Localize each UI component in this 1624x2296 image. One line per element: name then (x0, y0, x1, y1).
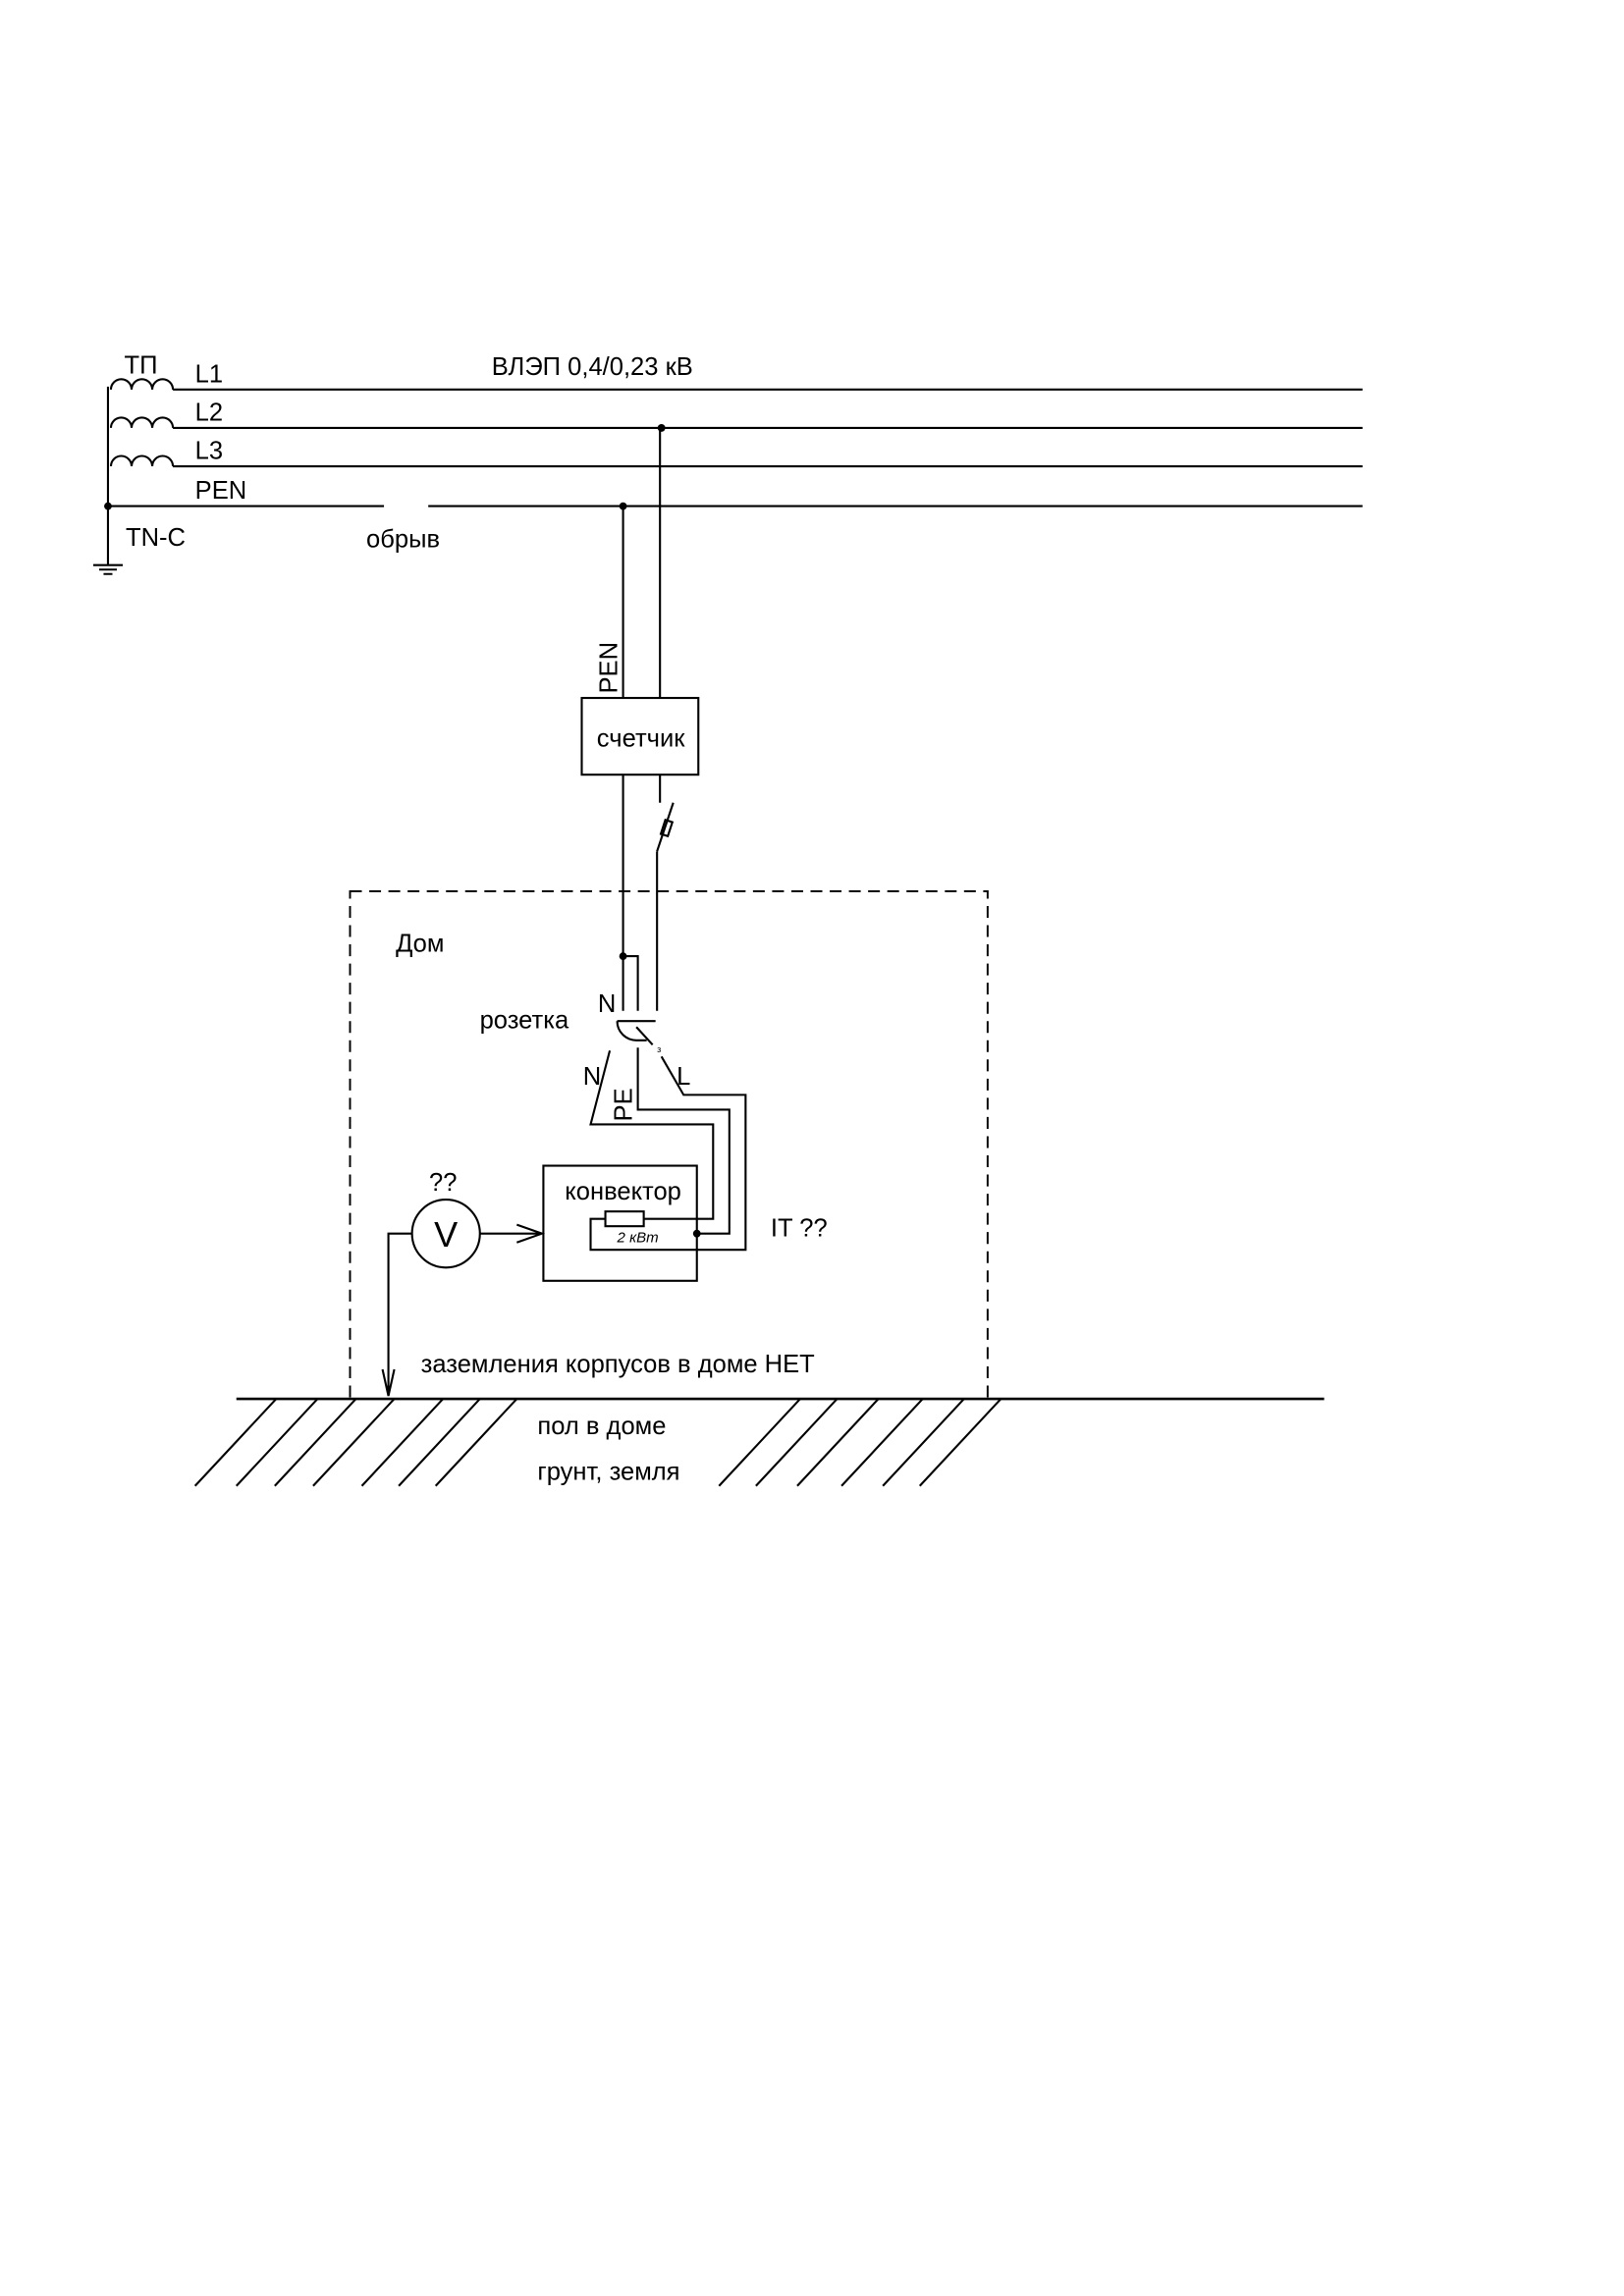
label-l3: L3 (195, 437, 223, 464)
label-pe: PE (611, 1088, 638, 1121)
probe-to-convector (479, 1223, 546, 1244)
wire-plug-l (589, 1055, 747, 1252)
socket-pin-label: з (657, 1044, 661, 1054)
label-house: Дом (396, 931, 444, 958)
junction-dot (692, 1229, 701, 1238)
label-voltmeter-question: ?? (429, 1169, 457, 1197)
convector: конвектор 2 кВт (542, 1164, 698, 1282)
hatch-line (312, 1398, 396, 1487)
hatch-line (840, 1398, 924, 1487)
transformer-coils (106, 378, 175, 565)
meter-label: счетчик (597, 725, 685, 753)
junction-dot (657, 424, 666, 432)
label-floor: пол в доме (537, 1413, 666, 1440)
label-pen: PEN (195, 477, 247, 505)
heater-power: 2 кВт (617, 1230, 659, 1247)
hatch-line (796, 1398, 880, 1487)
label-n-top: N (598, 990, 616, 1018)
hatch-line (434, 1398, 518, 1487)
socket-icon: з (616, 1020, 661, 1054)
house-boundary (349, 889, 989, 1401)
hatch-line (718, 1398, 801, 1487)
label-pen-drop: PEN (596, 642, 623, 694)
label-it-question: IT ?? (771, 1215, 828, 1243)
label-n-bottom: N (583, 1063, 601, 1091)
probe-to-ground (381, 1232, 412, 1397)
label-no-grounding: заземления корпусов в доме НЕТ (421, 1351, 816, 1378)
wire-plug-n (589, 1050, 715, 1220)
hatch-line (755, 1398, 839, 1487)
ground-symbol-icon (92, 563, 123, 575)
hatch-line (918, 1398, 1002, 1487)
label-l1: L1 (195, 360, 223, 388)
heater-resistor-icon (604, 1210, 645, 1228)
junction-dot (104, 502, 112, 510)
label-soil: грунт, земля (537, 1459, 679, 1486)
meter: счетчик (580, 696, 700, 776)
label-socket: розетка (480, 1007, 569, 1035)
voltmeter-icon: V (410, 1199, 481, 1269)
hatch-line (235, 1398, 319, 1487)
wire-pe-bridge (623, 955, 639, 1011)
hatch-line (274, 1398, 357, 1487)
label-l: L (677, 1063, 690, 1091)
voltmeter-symbol: V (434, 1214, 458, 1255)
soil-hatching (193, 1398, 1002, 1487)
label-system: TN-C (126, 524, 186, 552)
hatch-line (193, 1398, 278, 1487)
breaker-switch-icon (656, 774, 675, 1011)
hatch-line (882, 1398, 965, 1487)
wire-plug-pe (636, 1047, 731, 1235)
label-substation: ТП (125, 351, 158, 379)
hatch-line (398, 1398, 481, 1487)
label-line: ВЛЭП 0,4/0,23 кВ (492, 353, 693, 381)
label-break: обрыв (366, 526, 440, 554)
convector-label: конвектор (565, 1178, 681, 1205)
label-l2: L2 (195, 399, 223, 426)
hatch-line (360, 1398, 444, 1487)
